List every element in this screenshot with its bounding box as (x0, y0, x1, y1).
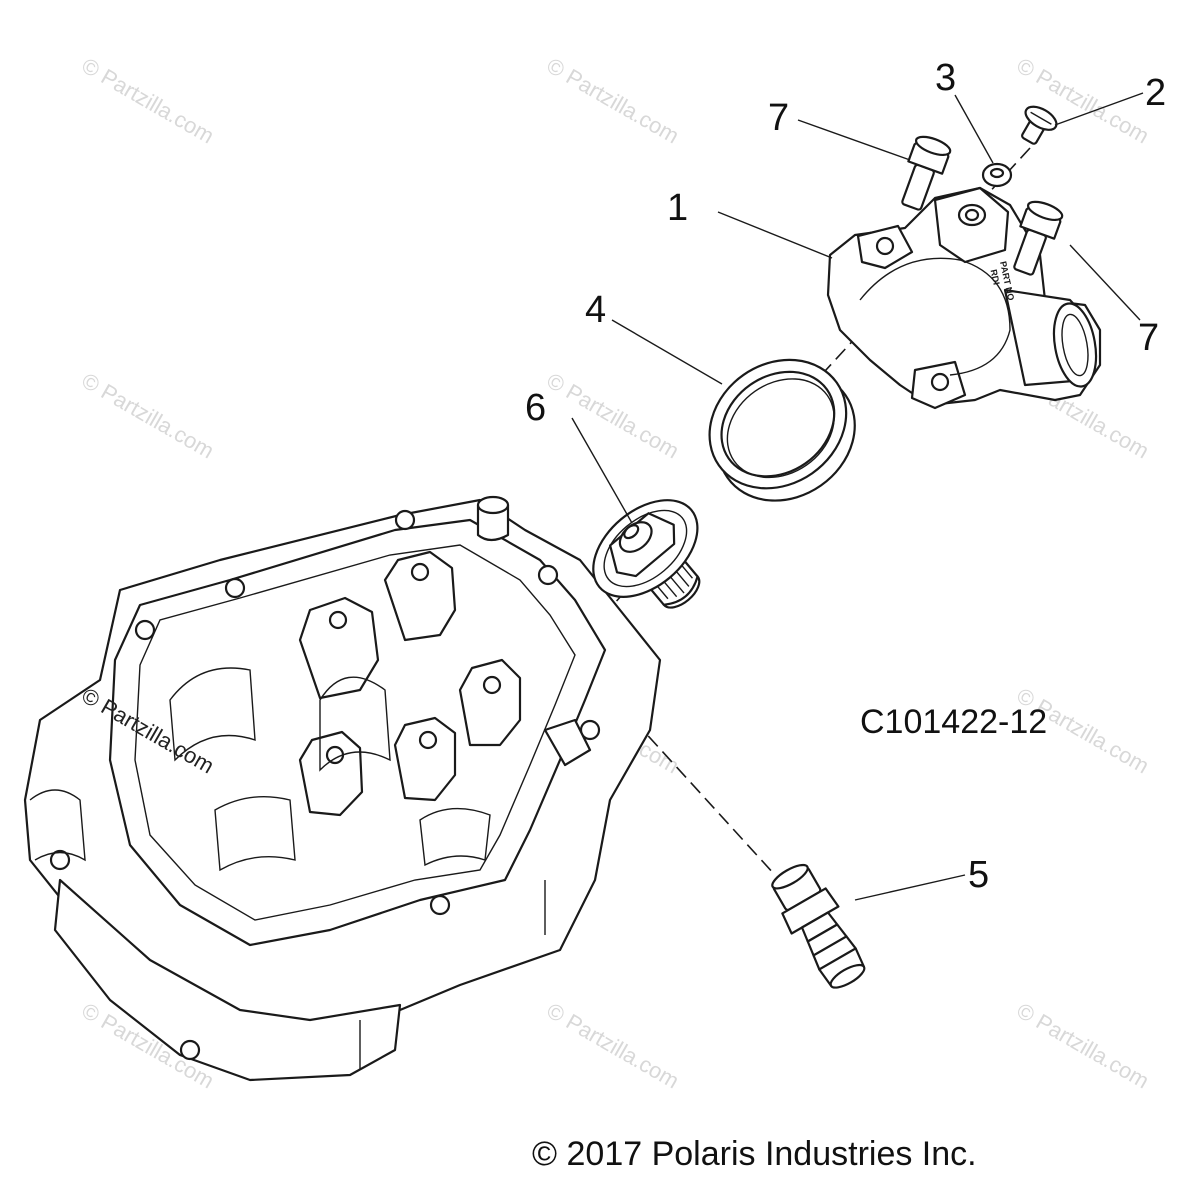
leader-2 (1054, 92, 1144, 126)
drawing-code: C101422-12 (860, 703, 1047, 741)
bleed-screw (1021, 105, 1058, 145)
housing-stamp: RDI (989, 268, 1002, 285)
callout-7b: 7 (1138, 317, 1159, 359)
callout-6: 6 (525, 387, 546, 429)
copyright-notice: © 2017 Polaris Industries Inc. (532, 1135, 977, 1173)
housing-bolt (901, 135, 952, 211)
watermark: © Partzilla.com (543, 998, 684, 1094)
callout-1: 1 (667, 187, 688, 229)
leader-3 (954, 94, 994, 164)
watermark: © Partzilla.com (543, 368, 684, 464)
leader-lines (571, 92, 1144, 901)
callouts: 1 2 3 4 5 6 7 7 (525, 57, 1166, 896)
thermostat-seal (708, 358, 856, 502)
callout-2: 2 (1145, 72, 1166, 114)
callout-3: 3 (935, 57, 956, 99)
leader-6 (571, 417, 633, 524)
watermark: © Partzilla.com (78, 368, 219, 464)
sealing-washer (981, 162, 1013, 188)
callout-4: 4 (585, 289, 606, 331)
leader-7a (797, 119, 911, 161)
callout-5: 5 (968, 854, 989, 896)
leader-7b (1069, 244, 1141, 321)
hose-fitting (771, 863, 866, 989)
callout-7a: 7 (768, 97, 789, 139)
leader-1 (717, 211, 833, 259)
leader-4 (611, 319, 723, 385)
watermark: © Partzilla.com (1013, 998, 1154, 1094)
watermark: © Partzilla.com (78, 53, 219, 149)
cylinder-head (23, 495, 662, 1082)
watermark: © Partzilla.com (543, 53, 684, 149)
leader-5 (854, 874, 966, 901)
thermostat (592, 499, 701, 609)
housing-bolt (1013, 200, 1064, 276)
